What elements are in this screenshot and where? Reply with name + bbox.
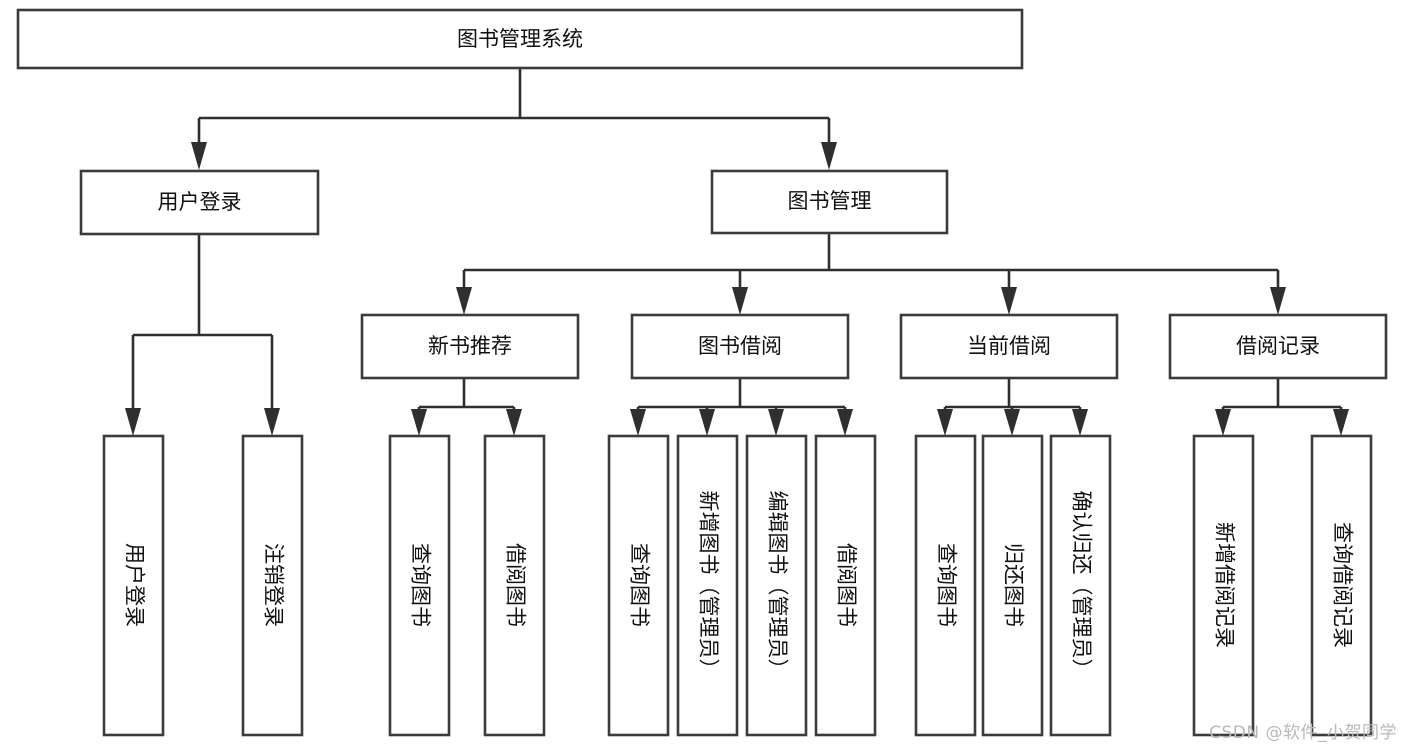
node-book-manage[interactable]: 图书管理 [710, 169, 949, 235]
node-book-borrow-label: 图书借阅 [698, 334, 782, 358]
node-leaf-query-book-2-box[interactable] [607, 434, 670, 737]
arrow-head-current-borrow [1001, 287, 1017, 315]
connector-group-borrow-record [1215, 378, 1349, 436]
node-leaf-add-record[interactable]: 新增借阅记录 [1192, 434, 1255, 737]
node-leaf-confirm-return-label: 确认归还（管理员） [1070, 491, 1094, 680]
node-leaf-add-book-label: 新增图书（管理员） [697, 491, 721, 680]
arrow-head-leaf-add-book [699, 409, 715, 436]
node-leaf-borrow-book-1-box[interactable] [483, 434, 546, 737]
node-leaf-add-record-label: 新增借阅记录 [1213, 522, 1237, 648]
arrow-head-leaf-query-book-1 [411, 409, 427, 436]
arrow-head-leaf-logout-login [264, 408, 280, 436]
arrow-head-leaf-borrow-book-2 [837, 409, 853, 436]
node-leaf-add-book[interactable]: 新增图书（管理员） [676, 434, 739, 737]
node-borrow-record-label: 借阅记录 [1236, 334, 1320, 358]
arrow-head-book-borrow [732, 287, 748, 315]
node-leaf-edit-book-label: 编辑图书（管理员） [766, 491, 790, 680]
node-leaf-confirm-return-box[interactable] [1049, 434, 1112, 737]
node-leaf-borrow-book-1[interactable]: 借阅图书 [483, 434, 546, 737]
node-root-box[interactable] [16, 8, 1024, 70]
arrow-head-leaf-query-book-2 [630, 409, 646, 436]
node-leaf-return-book-label: 归还图书 [1002, 543, 1026, 627]
arrow-head-leaf-query-book-3 [937, 409, 953, 436]
node-leaf-add-book-box[interactable] [676, 434, 739, 737]
node-leaf-query-book-1[interactable]: 查询图书 [388, 434, 451, 737]
node-leaf-edit-book-box[interactable] [745, 434, 808, 737]
node-leaf-user-login[interactable]: 用户登录 [102, 434, 165, 737]
node-leaf-return-book[interactable]: 归还图书 [981, 434, 1044, 737]
arrow-head-leaf-add-record [1215, 409, 1231, 436]
node-leaf-query-book-1-box[interactable] [388, 434, 451, 737]
node-current-borrow-box[interactable] [899, 313, 1119, 380]
node-leaf-query-book-1-label: 查询图书 [409, 543, 433, 627]
node-borrow-record[interactable]: 借阅记录 [1168, 313, 1388, 380]
node-leaf-borrow-book-2-box[interactable] [814, 434, 877, 737]
node-leaf-user-login-box[interactable] [102, 434, 165, 737]
node-new-book-recommend-label: 新书推荐 [428, 334, 512, 358]
arrow-head-new-book-recommend [456, 287, 472, 315]
node-leaf-add-record-box[interactable] [1192, 434, 1255, 737]
node-root[interactable]: 图书管理系统 [16, 8, 1024, 70]
node-leaf-user-login-label: 用户登录 [123, 543, 147, 627]
node-leaf-borrow-book-1-label: 借阅图书 [504, 543, 528, 627]
node-root-label: 图书管理系统 [457, 27, 583, 51]
node-user-login-label: 用户登录 [158, 190, 242, 214]
connector-group-user-login [125, 234, 280, 436]
node-leaf-query-record-box[interactable] [1310, 434, 1373, 737]
arrow-head-leaf-user-login [125, 408, 141, 436]
node-book-borrow-box[interactable] [630, 313, 850, 380]
node-book-borrow[interactable]: 图书借阅 [630, 313, 850, 380]
node-leaf-query-book-3[interactable]: 查询图书 [914, 434, 977, 737]
node-leaf-query-book-3-box[interactable] [914, 434, 977, 737]
node-user-login[interactable]: 用户登录 [79, 169, 320, 236]
node-leaf-query-book-2[interactable]: 查询图书 [607, 434, 670, 737]
arrow-head-book-manage [821, 142, 837, 170]
arrow-head-leaf-edit-book [768, 409, 784, 436]
arrow-head-leaf-query-record [1333, 409, 1349, 436]
node-leaf-confirm-return[interactable]: 确认归还（管理员） [1049, 434, 1112, 737]
arrow-head-user-login [191, 142, 207, 170]
node-leaf-return-book-box[interactable] [981, 434, 1044, 737]
arrow-head-leaf-borrow-book-1 [506, 409, 522, 436]
node-leaf-borrow-book-2-label: 借阅图书 [835, 543, 859, 627]
arrow-head-leaf-confirm-return [1072, 409, 1088, 436]
node-borrow-record-box[interactable] [1168, 313, 1388, 380]
node-leaf-logout-login-label: 注销登录 [262, 543, 286, 627]
node-user-login-box[interactable] [79, 169, 320, 236]
node-book-manage-box[interactable] [710, 169, 949, 235]
node-leaf-borrow-book-2[interactable]: 借阅图书 [814, 434, 877, 737]
connector-group-new-book-recommend [411, 378, 522, 436]
node-leaf-query-record[interactable]: 查询借阅记录 [1310, 434, 1373, 737]
node-leaf-query-book-3-label: 查询图书 [935, 543, 959, 627]
node-current-borrow[interactable]: 当前借阅 [899, 313, 1119, 380]
node-leaf-logout-login[interactable]: 注销登录 [241, 434, 304, 737]
node-leaf-query-record-label: 查询借阅记录 [1331, 522, 1355, 648]
node-leaf-logout-login-box[interactable] [241, 434, 304, 737]
arrow-head-borrow-record [1270, 287, 1286, 315]
node-leaf-query-book-2-label: 查询图书 [628, 543, 652, 627]
node-new-book-recommend[interactable]: 新书推荐 [360, 313, 580, 380]
arrow-head-leaf-return-book [1004, 409, 1020, 436]
node-new-book-recommend-box[interactable] [360, 313, 580, 380]
connector-group-root [191, 68, 837, 170]
node-leaf-edit-book[interactable]: 编辑图书（管理员） [745, 434, 808, 737]
connector-group-book-borrow [630, 378, 853, 436]
node-current-borrow-label: 当前借阅 [967, 334, 1051, 358]
connector-group-current-borrow [937, 378, 1088, 436]
node-book-manage-label: 图书管理 [788, 189, 872, 213]
connector-group-book-manage [456, 233, 1286, 315]
